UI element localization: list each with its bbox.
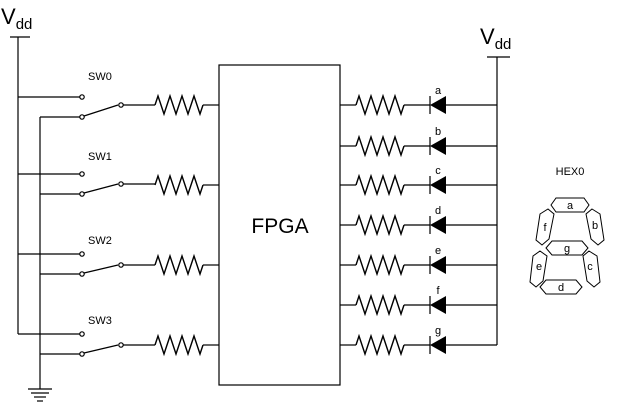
led-channel-d: d — [340, 205, 497, 237]
switch-sw3: SW3 — [18, 315, 219, 357]
led-b-label: b — [435, 126, 441, 138]
segment-b — [585, 208, 605, 246]
switch-sw1-label: SW1 — [88, 151, 112, 163]
led-a-label: a — [435, 85, 442, 97]
led-d-label: d — [435, 205, 441, 217]
segment-f — [535, 208, 555, 246]
segment-e — [529, 250, 548, 288]
fpga-label: FPGA — [251, 215, 308, 238]
hex0-title: HEX0 — [556, 166, 585, 178]
segment-e-label: e — [536, 261, 542, 273]
led-channel-a: a — [340, 85, 497, 117]
fpga-block: FPGA — [218, 64, 341, 386]
led-channel-f: f — [340, 285, 497, 317]
vdd-right-supply: Vdd — [480, 24, 511, 345]
vdd-left-supply: Vdd — [1, 4, 32, 334]
switch-sw2-label: SW2 — [88, 235, 112, 247]
hex0-display: HEX0 a f b g e c d — [529, 166, 605, 295]
led-f-diode-icon — [430, 296, 446, 314]
ground-rail — [28, 116, 80, 402]
fpga-rect — [218, 64, 341, 386]
led-channel-c: c — [340, 165, 497, 197]
vdd-left-label: V — [1, 4, 16, 29]
switch-sw3-label: SW3 — [88, 315, 112, 327]
segment-d — [539, 279, 583, 295]
segment-f-label: f — [543, 222, 547, 234]
led-f-label: f — [436, 285, 440, 297]
segment-g — [545, 240, 589, 256]
switch-sw0: SW0 — [18, 71, 219, 120]
led-e-diode-icon — [430, 256, 446, 274]
led-g-diode-icon — [430, 336, 446, 354]
led-g-label: g — [435, 325, 441, 337]
segment-b-label: b — [592, 220, 598, 232]
switch-sw2: SW2 — [18, 235, 219, 277]
led-a-diode-icon — [430, 96, 446, 114]
svg-text:Vdd: Vdd — [1, 4, 32, 33]
segment-a — [550, 197, 590, 213]
led-b-diode-icon — [430, 137, 446, 155]
vdd-right-subscript: dd — [495, 36, 512, 53]
led-channel-b: b — [340, 126, 497, 158]
switch-sw0-label: SW0 — [88, 71, 112, 83]
segment-d-label: d — [558, 282, 564, 294]
switch-sw1: SW1 — [18, 151, 219, 197]
segment-a-label: a — [567, 200, 574, 212]
led-c-label: c — [435, 165, 441, 177]
segment-c-label: c — [587, 261, 593, 273]
vdd-left-subscript: dd — [16, 16, 33, 33]
led-channel-g: g — [340, 325, 497, 357]
ground-icon — [28, 388, 52, 402]
vdd-right-label: V — [480, 24, 495, 49]
segment-c — [582, 250, 601, 288]
svg-text:Vdd: Vdd — [480, 24, 511, 53]
segment-g-label: g — [564, 243, 570, 255]
led-c-diode-icon — [430, 176, 446, 194]
led-channel-e: e — [340, 245, 497, 277]
led-e-label: e — [435, 245, 441, 257]
led-d-diode-icon — [430, 216, 446, 234]
